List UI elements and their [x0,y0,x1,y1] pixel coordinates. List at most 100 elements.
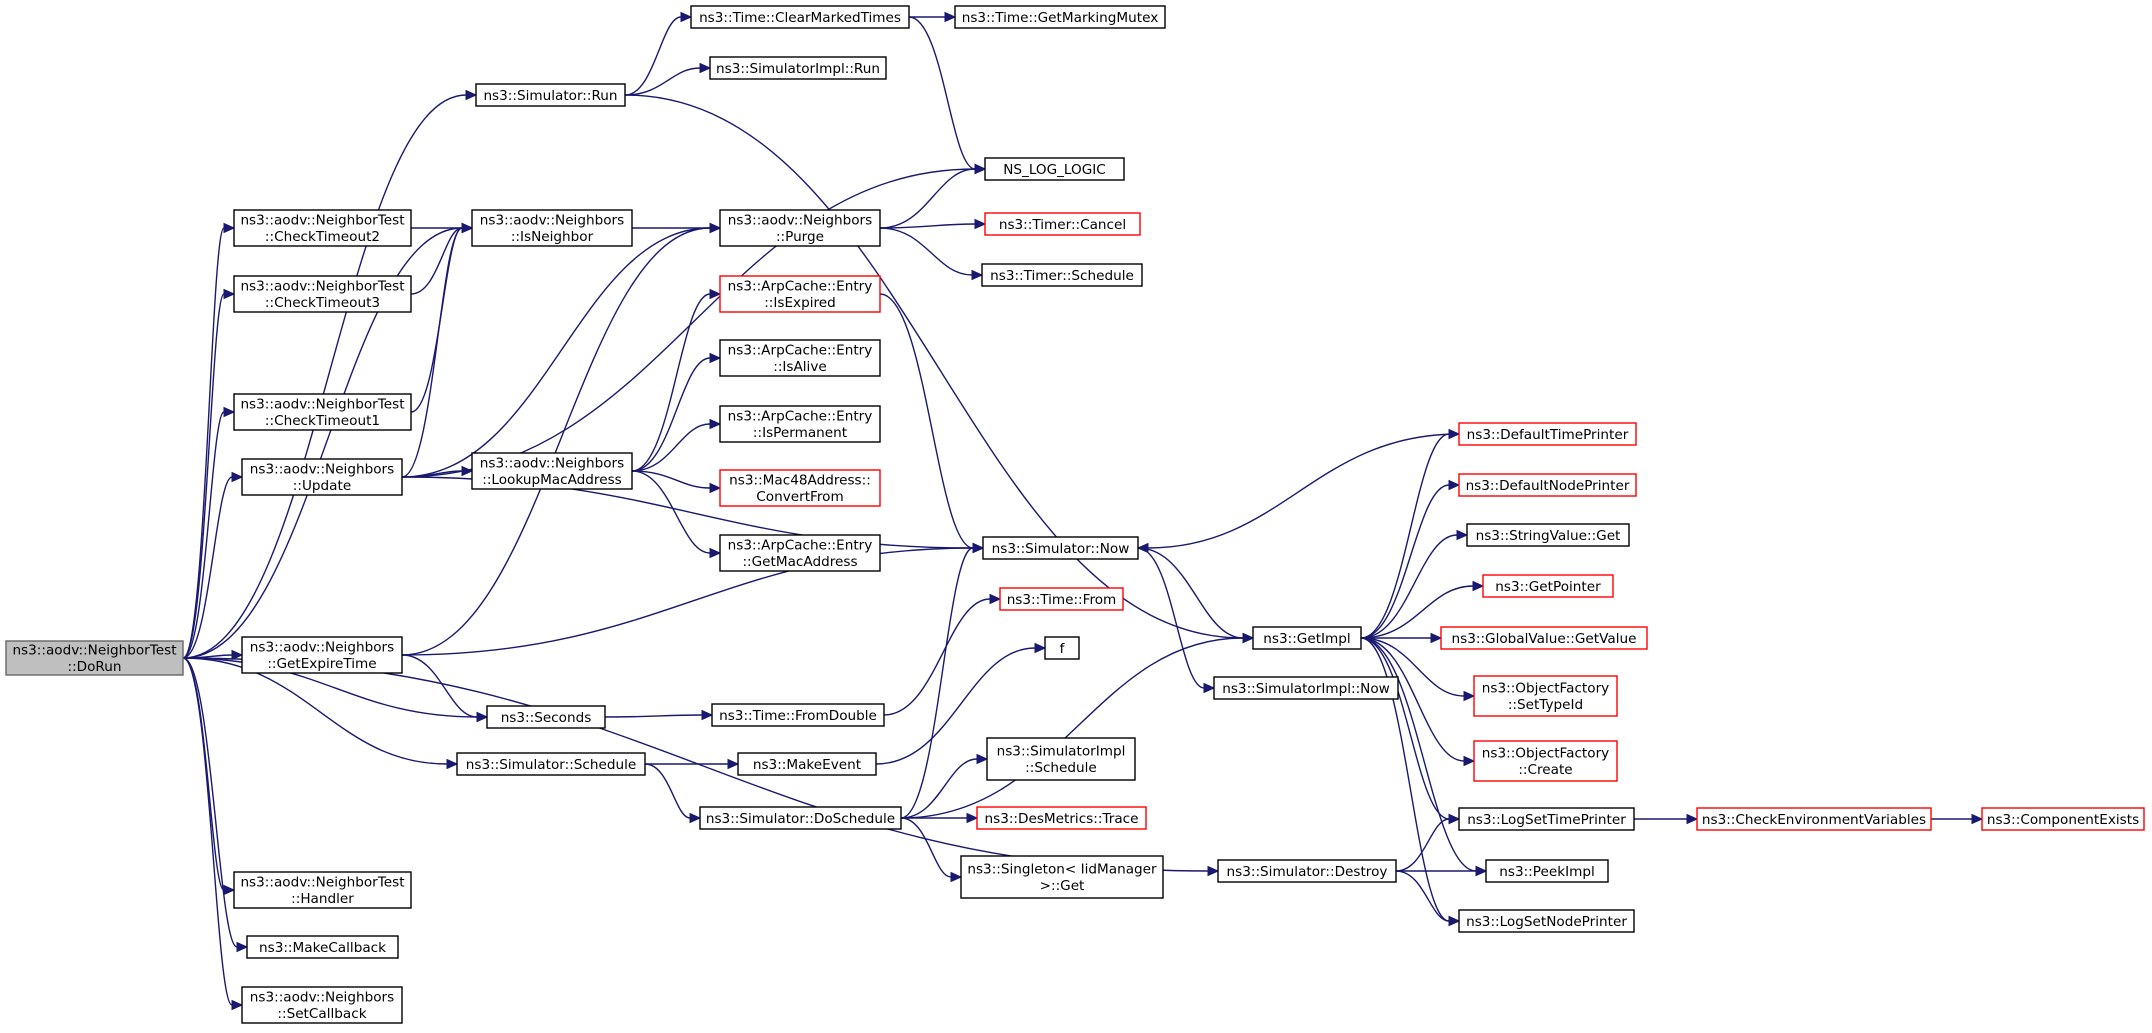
node-do_schedule[interactable]: ns3::Simulator::DoSchedule [699,806,902,830]
node-string_value_get[interactable]: ns3::StringValue::Get [1466,523,1630,547]
node-get_marking_mutex[interactable]: ns3::Time::GetMarkingMutex [954,5,1166,29]
node-label: ns3::aodv::NeighborTest [240,397,404,413]
edge-purge-to-timer_cancel [879,218,987,230]
edge-do_schedule-to-des_metrics_trace [901,812,979,824]
edge-log_set_time_printer-to-check_env_vars [1633,813,1699,825]
node-label: ns3::Time::ClearMarkedTimes [699,10,901,26]
node-simimpl_now[interactable]: ns3::SimulatorImpl::Now [1213,676,1399,700]
node-check_timeout2[interactable]: ns3::aodv::NeighborTest::CheckTimeout2 [233,209,412,247]
node-update[interactable]: ns3::aodv::Neighbors::Update [241,458,403,496]
node-get_impl[interactable]: ns3::GetImpl [1252,626,1362,650]
node-des_metrics_trace[interactable]: ns3::DesMetrics::Trace [976,806,1147,830]
node-label: ns3::ArpCache::Entry [728,343,873,359]
node-simimpl_run[interactable]: ns3::SimulatorImpl::Run [709,56,887,80]
node-convert_from[interactable]: ns3::Mac48Address::ConvertFrom [719,469,881,507]
edge-sim_destroy-to-log_set_node_printer [1395,870,1461,927]
node-label: ::CheckTimeout2 [265,229,380,245]
node-label: ::CheckTimeout1 [265,413,380,429]
node-peek_impl[interactable]: ns3::PeekImpl [1485,859,1609,883]
node-label: ns3::MakeEvent [753,757,861,773]
node-make_event[interactable]: ns3::MakeEvent [737,752,877,776]
node-sim_schedule[interactable]: ns3::Simulator::Schedule [456,752,646,776]
node-label: NS_LOG_LOGIC [1003,162,1106,178]
edge-make_event-to-f [875,642,1047,765]
node-set_callback[interactable]: ns3::aodv::Neighbors::SetCallback [241,986,403,1024]
node-is_neighbor[interactable]: ns3::aodv::Neighbors::IsNeighbor [471,209,633,247]
node-label: ns3::aodv::Neighbors [250,640,394,656]
node-default_node_printer[interactable]: ns3::DefaultNodePrinter [1458,473,1637,497]
node-is_expired[interactable]: ns3::ArpCache::Entry::IsExpired [719,275,881,313]
edge-sim_now-to-simimpl_now [1137,547,1216,694]
node-handler[interactable]: ns3::aodv::NeighborTest::Handler [233,871,412,909]
edge-dorun-to-sim_run [182,89,478,659]
node-label: ::IsNeighbor [511,229,594,245]
edge-get_impl-to-get_pointer [1360,580,1485,639]
node-timer_cancel[interactable]: ns3::Timer::Cancel [984,212,1141,236]
node-lookup_mac[interactable]: ns3::aodv::Neighbors::LookupMacAddress [471,452,633,490]
node-label: ::IsExpired [764,295,836,311]
node-default_time_printer[interactable]: ns3::DefaultTimePrinter [1458,422,1637,446]
node-label: ns3::StringValue::Get [1476,528,1621,544]
edge-check_timeout3-to-is_neighbor [410,222,474,295]
edge-sim_run-to-simimpl_run [624,62,712,96]
node-sim_now[interactable]: ns3::Simulator::Now [982,536,1139,560]
node-label: ns3::GlobalValue::GetValue [1452,631,1637,647]
node-clear_marked[interactable]: ns3::Time::ClearMarkedTimes [690,5,910,29]
edge-lookup_mac-to-is_permanent [631,418,722,472]
edge-get_expire_time-to-purge [401,222,722,656]
edge-do_schedule-to-singleton_get [900,817,963,883]
node-seconds[interactable]: ns3::Seconds [486,705,606,729]
node-object_factory_create[interactable]: ns3::ObjectFactory::Create [1473,740,1618,782]
node-label: ::GetExpireTime [267,656,376,672]
node-is_alive[interactable]: ns3::ArpCache::Entry::IsAlive [719,339,881,377]
node-label: ns3::aodv::NeighborTest [240,875,404,891]
node-is_permanent[interactable]: ns3::ArpCache::Entry::IsPermanent [719,405,881,443]
node-get_pointer[interactable]: ns3::GetPointer [1482,574,1614,598]
edge-dorun-to-handler [182,657,236,896]
node-sim_destroy[interactable]: ns3::Simulator::Destroy [1217,859,1397,883]
node-check_timeout1[interactable]: ns3::aodv::NeighborTest::CheckTimeout1 [233,393,412,431]
edge-sim_schedule-to-make_event [645,758,740,770]
node-timer_schedule[interactable]: ns3::Timer::Schedule [981,263,1143,287]
edge-sim_run-to-get_impl [624,94,1255,644]
edge-lookup_mac-to-is_expired [631,288,722,472]
node-get_mac[interactable]: ns3::ArpCache::Entry::GetMacAddress [719,534,881,572]
node-component_exists[interactable]: ns3::ComponentExists [1981,807,2145,831]
node-label: ns3::CheckEnvironmentVariables [1702,812,1926,828]
node-label: ns3::ObjectFactory [1482,746,1609,762]
node-label: ns3::PeekImpl [1499,864,1594,880]
node-f[interactable]: f [1044,636,1080,660]
node-label: ns3::aodv::NeighborTest [12,643,176,659]
node-label: ::CheckTimeout3 [265,295,380,311]
node-purge[interactable]: ns3::aodv::Neighbors::Purge [719,209,881,247]
edge-dorun-to-check_timeout2 [182,222,236,659]
node-sim_run[interactable]: ns3::Simulator::Run [475,83,626,107]
node-label: ns3::DefaultNodePrinter [1466,478,1630,494]
edge-lookup_mac-to-get_mac [631,470,722,559]
node-object_factory_settypeid[interactable]: ns3::ObjectFactory::SetTypeId [1473,675,1618,717]
node-label: ns3::LogSetTimePrinter [1467,812,1626,828]
node-label: >::Get [1040,878,1085,894]
node-label: ns3::Simulator::Schedule [466,757,637,773]
edge-lookup_mac-to-is_alive [631,352,722,472]
node-check_env_vars[interactable]: ns3::CheckEnvironmentVariables [1696,807,1932,831]
node-log_set_time_printer[interactable]: ns3::LogSetTimePrinter [1458,807,1635,831]
node-make_callback[interactable]: ns3::MakeCallback [246,935,399,959]
node-label: ns3::GetPointer [1495,579,1601,595]
node-singleton_get[interactable]: ns3::Singleton< IidManager >::Get [960,855,1164,899]
node-ns_log_logic[interactable]: NS_LOG_LOGIC [984,157,1125,181]
node-time_from[interactable]: ns3::Time::From [999,587,1124,611]
node-check_timeout3[interactable]: ns3::aodv::NeighborTest::CheckTimeout3 [233,275,412,313]
node-simimpl_schedule[interactable]: ns3::SimulatorImpl::Schedule [986,737,1136,781]
node-label: ::SetCallback [277,1006,366,1022]
edge-seconds-to-time_from_double [604,709,714,721]
node-get_expire_time[interactable]: ns3::aodv::Neighbors::GetExpireTime [241,636,403,674]
node-time_from_double[interactable]: ns3::Time::FromDouble [711,703,885,727]
edge-get_expire_time-to-seconds [401,654,489,723]
edge-default_time_printer-to-sim_now [1136,433,1460,554]
edge-purge-to-timer_schedule [879,227,984,281]
node-log_set_node_printer[interactable]: ns3::LogSetNodePrinter [1458,909,1635,933]
node-global_value_get[interactable]: ns3::GlobalValue::GetValue [1440,626,1648,650]
node-dorun[interactable]: ns3::aodv::NeighborTest::DoRun [5,640,184,676]
edge-dorun-to-sim_schedule [182,657,459,770]
